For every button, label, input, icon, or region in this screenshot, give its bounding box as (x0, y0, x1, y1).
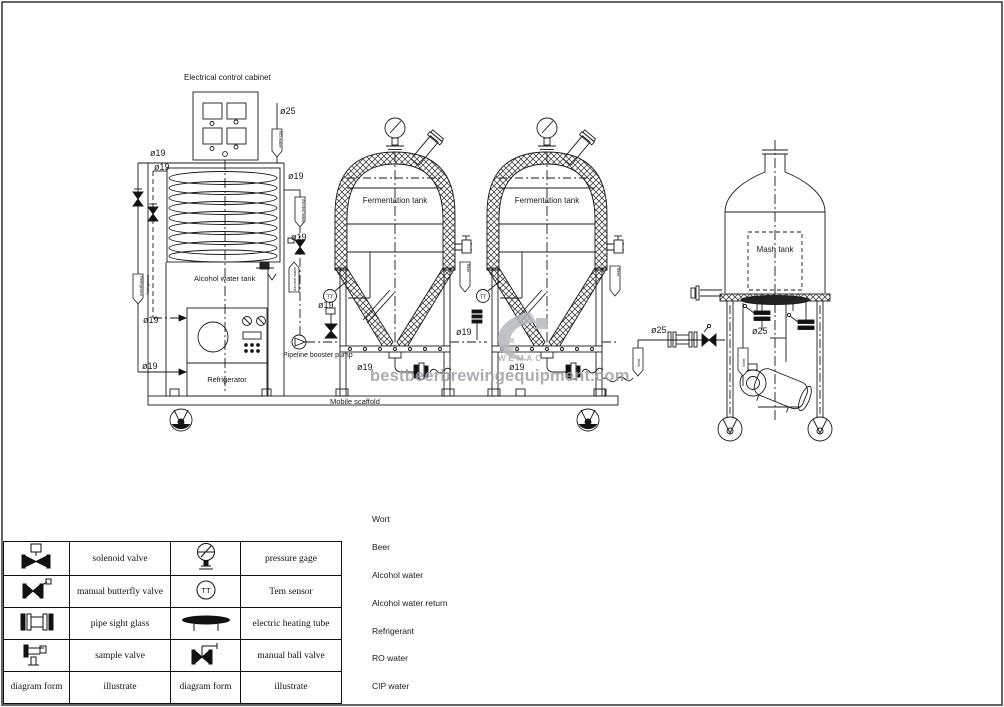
footer-illustrate-1: illustrate (69, 671, 171, 704)
flow-tag-texts: RO water Refrigerant Refrigerant Alcohol… (139, 131, 746, 367)
legend-table: solenoid valve pressure gage (3, 541, 342, 704)
watermark-domain: bestbeerbrewingequipment.com (370, 367, 630, 385)
electrical-control-cabinet-label: Electrical control cabinet (184, 73, 271, 82)
butterfly-valve-symbol-cell (3, 575, 70, 608)
dim-label-2: ø19 (154, 162, 170, 172)
heating-tube-symbol-cell (170, 607, 241, 640)
ball-valve-symbol-cell (170, 639, 241, 672)
line-legend-label-wort: Wort (372, 514, 390, 524)
flow-tag-refrigerant-1: Refrigerant (139, 276, 144, 297)
dim-label-10: ø19 (509, 362, 525, 372)
tem-sensor-icon-text: TT (201, 586, 211, 595)
sight-glass-symbol-cell (3, 607, 70, 640)
dim-label-11: ø25 (280, 106, 296, 116)
flow-tag-wort-1: Wort (636, 358, 641, 367)
refrigerator-label: Refrigerator (207, 375, 247, 384)
line-legend-label-cip-water: CIP water (372, 681, 410, 691)
manual-butterfly-valve-icon (22, 578, 51, 599)
mobile-scaffold-geometry (147, 388, 619, 432)
dim-label-4: ø19 (291, 232, 307, 242)
dim-label-6: ø19 (142, 361, 158, 371)
flow-tag-alcohol-up: Alcohol water (292, 266, 297, 291)
flow-tag-banners (132, 128, 749, 377)
ball-valve-label-cell: manual ball valve (240, 639, 342, 672)
pressure-gage-label-cell: pressure gage (240, 541, 342, 576)
pressure-gage-icon (196, 543, 215, 570)
tem-sensor-symbol-cell: TT (170, 575, 241, 608)
flow-tag-refrigerant-2: Refrigerant (145, 274, 150, 295)
dim-label-3: ø19 (288, 171, 304, 181)
dim-label-8: ø19 (357, 362, 373, 372)
flow-tag-beer-1: Beer (466, 264, 471, 273)
pipeline-booster-pump-label: Pipeline booster pump (283, 352, 353, 359)
sample-valve-icon (23, 644, 46, 666)
line-legend-label-alcohol-water: Alcohol water (372, 570, 424, 580)
flow-tag-beer-2: Beer (616, 268, 621, 277)
flow-tag-wort-2: Wort (741, 358, 746, 367)
solenoid-valve-icon (21, 543, 50, 569)
dim-label-5: ø19 (143, 315, 159, 325)
fermentation-tank-1-label: Fermentation tank (362, 196, 428, 205)
dim-label-7: ø19 (318, 300, 334, 310)
sample-valve-symbol-cell (3, 639, 70, 672)
mobile-scaffold-label: Mobile scaffold (330, 397, 380, 406)
dim-label-9: ø19 (456, 327, 472, 337)
footer-illustrate-2: illustrate (240, 671, 342, 704)
dim-label-12: ø25 (651, 325, 667, 335)
left-assembly (132, 91, 618, 397)
pipe-sight-glass-icon (20, 613, 53, 631)
fermentation-tank-2-label: Fermentation tank (514, 196, 580, 205)
sight-glass-label-cell: pipe sight glass (69, 607, 171, 640)
solenoid-valve-label-cell: solenoid valve (69, 541, 171, 576)
solenoid-valve-symbol-cell (3, 541, 70, 576)
line-legend-label-refrigerant: Refrigerant (372, 626, 415, 636)
sample-valve-label-cell: sample valve (69, 639, 171, 672)
tt-sensor-1-label: TT (327, 295, 334, 301)
alcohol-water-tank-label: Alcohol water tank (194, 274, 256, 283)
tt-sensors (323, 280, 501, 303)
mash-tank-label: Mash tank (756, 245, 794, 254)
tem-sensor-label-cell: Tem sensor (240, 575, 342, 608)
footer-diagram-form-2: diagram form (170, 671, 241, 704)
dim-label-1: ø19 (150, 148, 166, 158)
electric-heating-tube-icon (181, 615, 230, 631)
dim-label-13: ø25 (752, 326, 768, 336)
footer-diagram-form-1: diagram form (3, 671, 70, 704)
line-legend-label-alcohol-water-return: Alcohol water return (372, 598, 448, 608)
line-legend-label-beer: Beer (372, 542, 390, 552)
wemac-logo-watermark (497, 312, 548, 361)
flow-tag-alcohol-down: Alcohol water (301, 199, 306, 224)
pressure-gage-symbol-cell (170, 541, 241, 576)
watermark-brand: WEMAC (498, 354, 545, 363)
manual-ball-valve-icon (191, 643, 217, 665)
line-legend-label-ro-water: RO water (372, 653, 408, 663)
tem-sensor-icon: TT (196, 580, 215, 600)
butterfly-valve-label-cell: manual butterfly valve (69, 575, 171, 608)
flow-tag-ro-water: RO water (278, 131, 283, 149)
tt-sensor-2-label: TT (480, 295, 487, 301)
heating-tube-label-cell: electric heating tube (240, 607, 342, 640)
mash-tank-geometry (600, 140, 833, 442)
